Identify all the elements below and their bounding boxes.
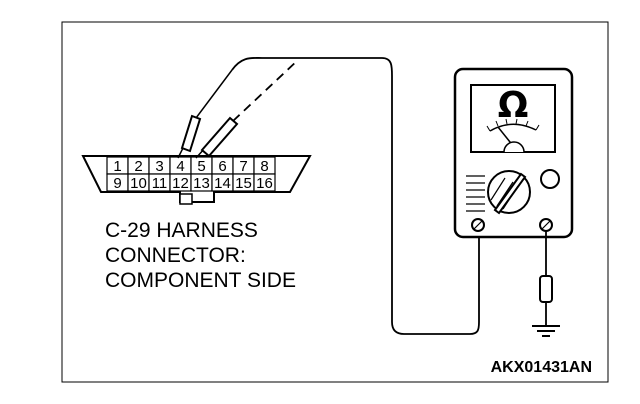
connector-pin: 5 (190, 156, 213, 175)
connector-pin: 6 (211, 156, 234, 175)
connector-pin: 1 (106, 156, 129, 175)
connector-pin-number: 4 (176, 158, 184, 175)
connector-pin: 12 (169, 173, 192, 192)
ground-probe-body (539, 275, 553, 303)
connector-pin-number: 11 (152, 175, 168, 192)
connector-pin: 8 (253, 156, 276, 175)
meter-scale-tick (505, 118, 508, 125)
connector-pin-number: 6 (218, 158, 226, 175)
connector-pin-number: 9 (113, 175, 121, 192)
meter-scale-tick (486, 125, 491, 132)
probe-body-pin4 (180, 114, 202, 153)
connector-pin-number: 16 (256, 175, 273, 192)
connector-pin: 3 (148, 156, 171, 175)
connector-pin: 9 (106, 173, 129, 192)
connector-pin: 2 (127, 156, 150, 175)
connector-pin-number: 7 (239, 158, 247, 175)
connector-pin: 16 (253, 173, 276, 192)
test-probes (177, 59, 299, 159)
ground-symbol (532, 325, 560, 337)
probe-lead-pin4 (195, 69, 233, 119)
connector-pin-number: 3 (155, 158, 163, 175)
probe-lead-pin5-dashed (232, 59, 299, 122)
connector-pin-number: 12 (172, 175, 189, 192)
connector-pin-number: 5 (197, 158, 205, 175)
connector-pin-number: 1 (113, 158, 121, 175)
ohm-symbol: Ω (498, 85, 529, 126)
connector-pin: 13 (190, 173, 213, 192)
connector-pin-number: 2 (134, 158, 142, 175)
connector-key (179, 193, 193, 205)
figure-code: AKX01431AN (491, 359, 592, 376)
connector-pin-number: 14 (214, 175, 231, 192)
range-scale-marks (466, 175, 485, 212)
meter-display (470, 84, 556, 153)
connector-pin-number: 8 (260, 158, 268, 175)
test-lead-wire (231, 57, 480, 335)
meter-scale-tick (515, 118, 518, 125)
ground-lead (532, 231, 560, 337)
meter-adjust-button (540, 169, 560, 189)
ohmmeter: Ω (453, 67, 574, 239)
caption-line-2: CONNECTOR: (105, 244, 246, 267)
connector-pin-number: 15 (235, 175, 252, 192)
meter-scale-tick (495, 120, 499, 127)
connector-pin: 15 (232, 173, 255, 192)
connector-pin-number: 13 (193, 175, 210, 192)
connector-pin: 11 (148, 173, 171, 192)
meter-pivot (503, 141, 525, 153)
connector-pin-cell (253, 173, 276, 192)
figure-frame (61, 21, 609, 383)
connector-pin: 4 (169, 156, 192, 175)
caption-line-3: COMPONENT SIDE (105, 269, 296, 292)
range-selector-knob (487, 170, 531, 215)
probe-body-pin5 (200, 116, 239, 158)
meter-scale-tick (525, 120, 529, 127)
caption-line-1: C-29 HARNESS (105, 219, 258, 242)
connector-caption: C-29 HARNESS CONNECTOR: COMPONENT SIDE (105, 219, 296, 292)
connector-pin: 14 (211, 173, 234, 192)
connector-pin: 10 (127, 173, 150, 192)
meter-scale-tick (535, 124, 540, 131)
connector-pin: 7 (232, 156, 255, 175)
meter-scale-arc (489, 123, 537, 132)
connector-pin-number: 10 (130, 175, 147, 192)
